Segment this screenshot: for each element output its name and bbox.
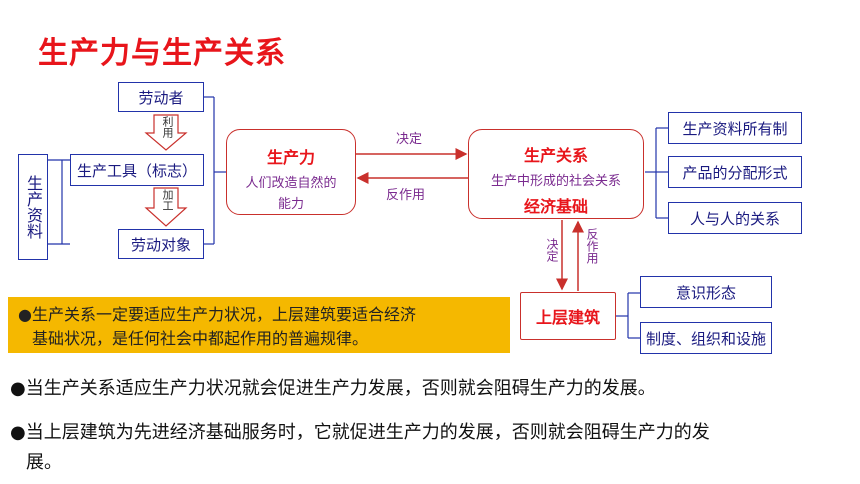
page-title: 生产力与生产关系: [38, 36, 286, 71]
reacts-up-label: 反作用: [585, 228, 599, 264]
superstructure-title: 上层建筑: [535, 308, 600, 327]
bullet-1: ●当生产关系适应生产力状况就会促进生产力发展，否则就会阻碍生产力的发展。: [10, 378, 656, 399]
reacts-label: 反作用: [386, 188, 426, 203]
right-item-ownership: 生产资料所有制: [668, 112, 802, 144]
superstructure-box: 上层建筑: [520, 292, 616, 340]
relations-desc: 生产中形成的社会关系: [490, 174, 621, 189]
super-item-ideology: 意识形态: [640, 276, 772, 308]
decides-label: 决定: [396, 132, 423, 147]
decides-down-label: 决定: [545, 238, 559, 262]
relations-box: 生产关系 生产中形成的社会关系 经济基础: [468, 129, 644, 219]
right-item-distribution: 产品的分配形式: [668, 156, 802, 188]
bullet-2-line-2: 展。: [26, 452, 62, 473]
use-arrow-label: 利用: [161, 116, 174, 138]
highlight-line-2: 基础状况，是任何社会中都起作用的普遍规律。: [32, 329, 369, 348]
super-item-institutions: 制度、组织和设施: [640, 322, 772, 354]
productivity-title: 生产力: [266, 148, 315, 167]
highlight-line-1: ●生产关系一定要适应生产力状况，上层建筑要适合经济: [18, 305, 416, 324]
bullet-2-line-1: ●当上层建筑为先进经济基础服务时，它就促进生产力的发展，否则就会阻碍生产力的发: [10, 422, 710, 443]
process-arrow-label: 加工: [161, 189, 174, 211]
economic-base-label: 经济基础: [523, 197, 588, 216]
relations-title: 生产关系: [523, 146, 588, 165]
tool-box: 生产工具（标志）: [70, 154, 204, 186]
highlight-box: ●生产关系一定要适应生产力状况，上层建筑要适合经济 基础状况，是任何社会中都起作…: [8, 297, 510, 353]
laborer-box: 劳动者: [118, 82, 204, 112]
right-item-relations: 人与人的关系: [668, 202, 802, 234]
use-arrow-shape: [144, 114, 188, 151]
productivity-desc-1: 人们改造自然的: [245, 176, 337, 191]
process-arrow-shape: [144, 187, 188, 227]
productivity-box: 生产力 人们改造自然的 能力: [226, 129, 356, 215]
productivity-desc-2: 能力: [277, 197, 304, 212]
labor-object-box: 劳动对象: [118, 229, 204, 259]
means-of-production-label: 生产资料: [18, 154, 48, 260]
